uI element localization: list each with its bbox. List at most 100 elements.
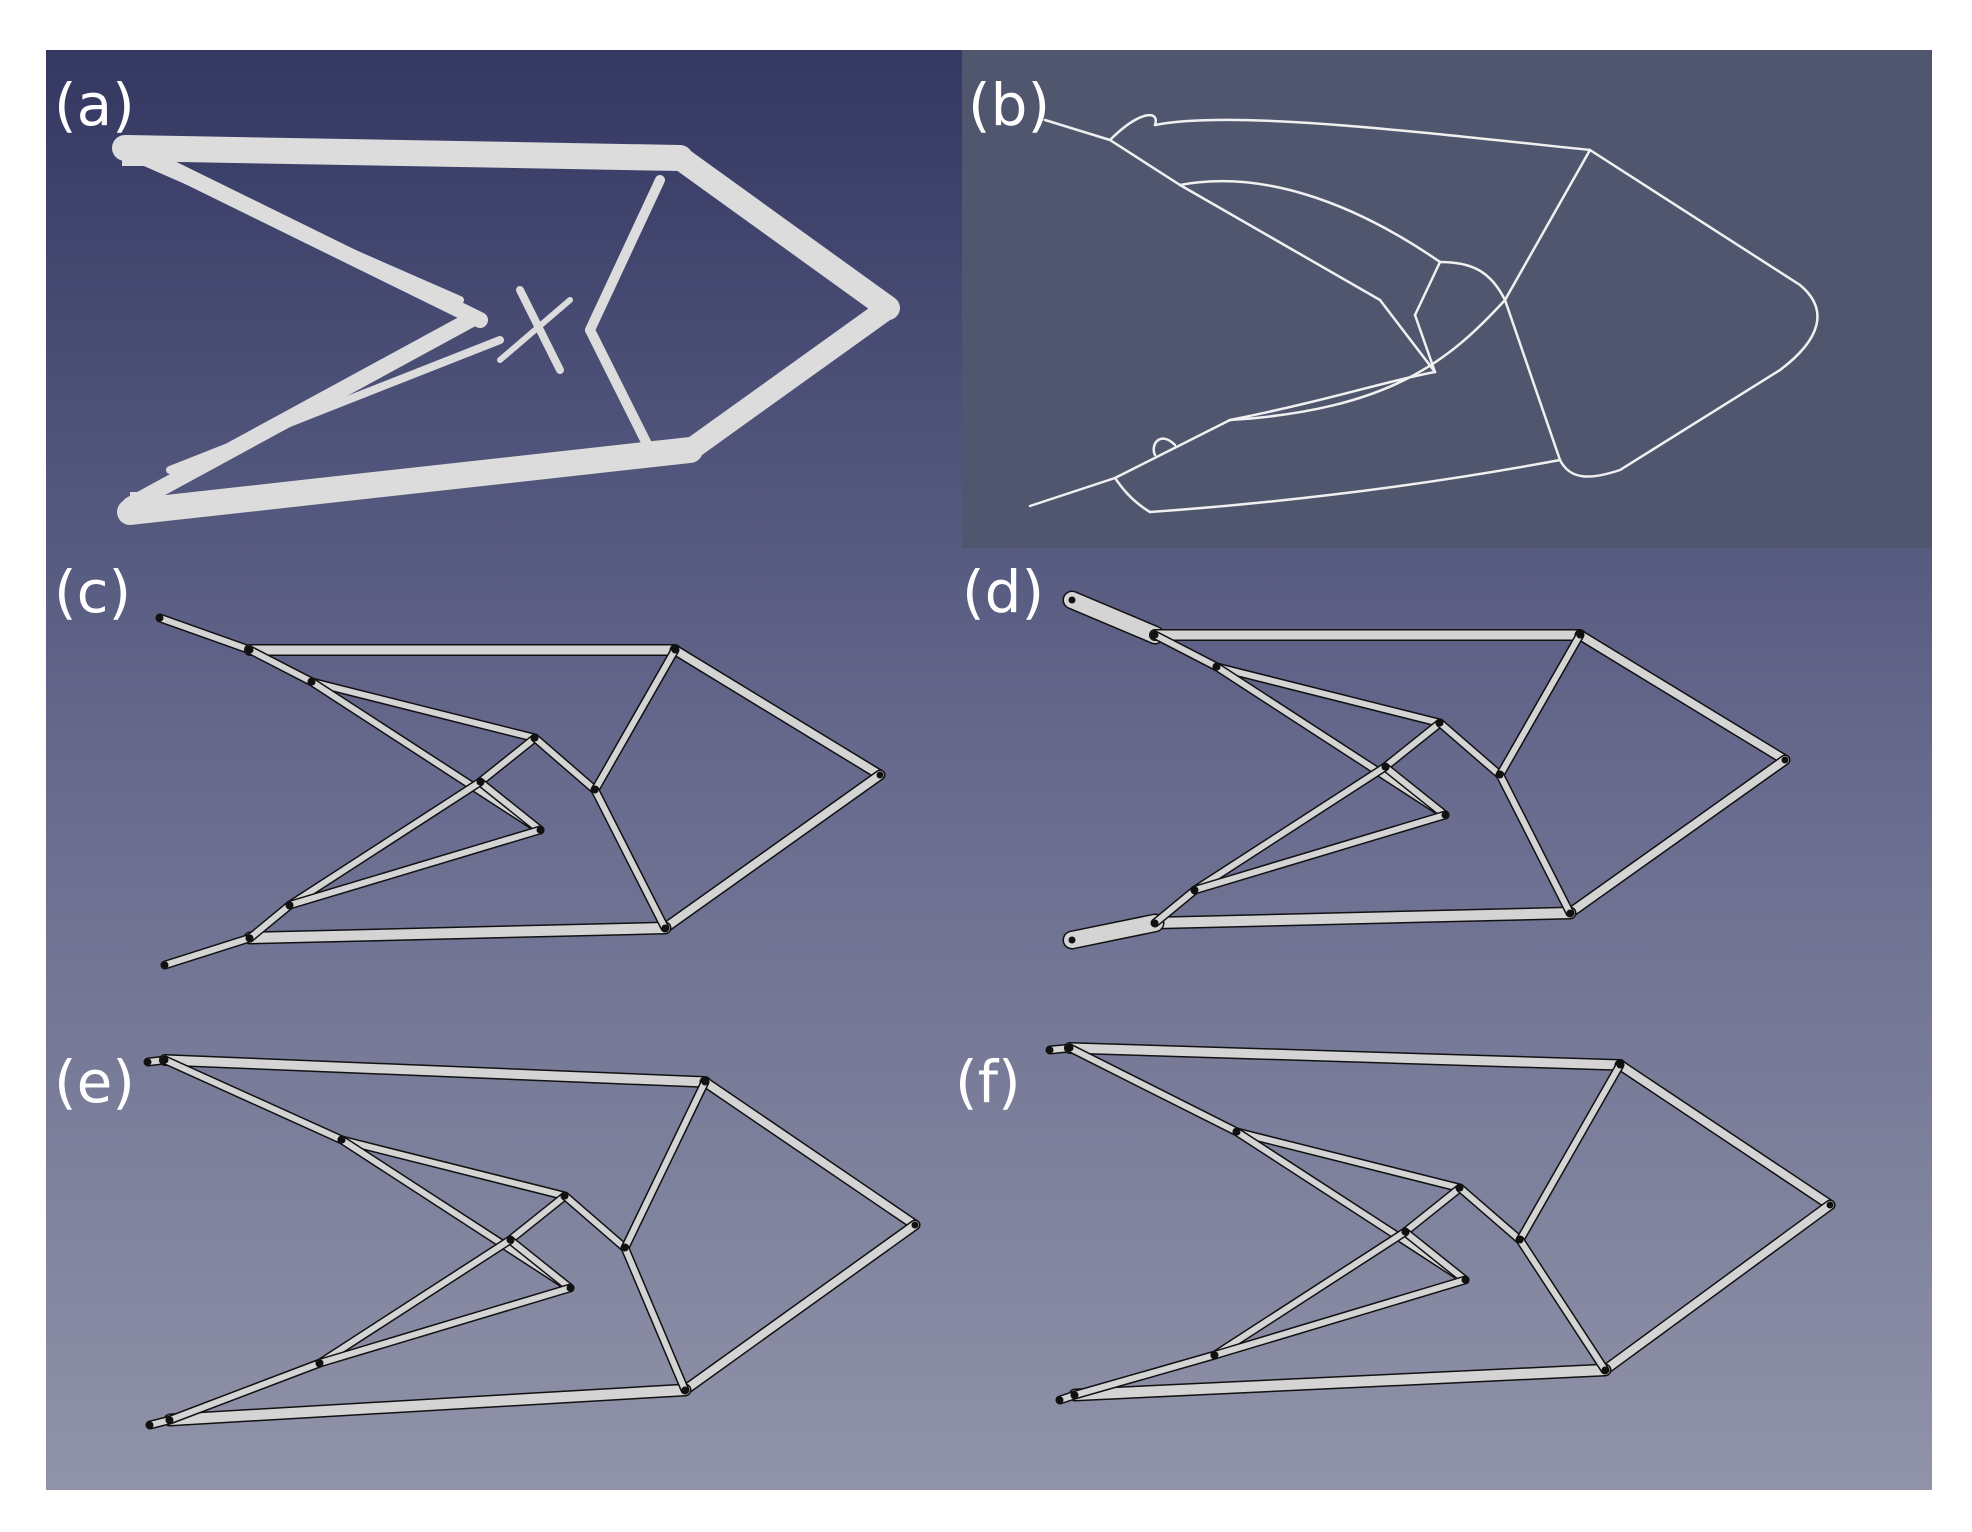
panel-d-frame [1062,590,1791,950]
density-member [668,146,900,320]
skeleton-curve [1043,118,1112,142]
skeleton-curve [1108,113,1157,142]
panel-c-frame [155,613,886,970]
frame-node [1456,1184,1464,1192]
frame-member [507,1237,573,1291]
frame-node [621,1244,629,1252]
frame-member [245,923,670,943]
panel-f-frame [1045,1042,1836,1405]
frame-node [1781,756,1789,764]
frame-member [1212,1277,1468,1358]
frame-node [316,1359,324,1367]
frame-node [1826,1201,1834,1209]
frame-member [671,646,884,779]
frame-node [591,786,599,794]
frame-node [286,901,294,909]
frame-member [317,1237,513,1366]
density-member [112,135,693,171]
frame-node [911,1221,919,1229]
skeleton-curve [1503,298,1562,462]
frame-node [144,1058,152,1066]
frame-node [476,778,484,786]
frame-member [1566,756,1789,917]
frame-node [1211,1351,1219,1359]
frame-member [287,827,543,908]
frame-node [1461,1276,1469,1284]
frame-member [247,647,315,685]
frame-member [1382,720,1443,770]
frame-node [161,961,169,969]
frame-member [1382,764,1448,818]
density-member [585,325,655,455]
frame-node [1046,1046,1054,1054]
frame-member [507,1193,568,1243]
frame-member [562,1193,628,1251]
frame-member [160,1055,710,1087]
density-support-block [122,138,152,166]
frame-node [531,734,539,742]
frame-member [162,935,253,968]
frame-member [1497,772,1573,916]
frame-member [1517,1062,1623,1243]
frame-member [592,647,678,793]
panel-label-e: (e) [54,1048,135,1116]
frame-member [1152,887,1198,926]
frame-node [338,1136,346,1144]
skeleton-curve [1178,179,1442,264]
frame-node [146,1421,154,1429]
skeleton-curve [1113,418,1232,480]
density-member [516,286,564,374]
frame-member [162,1057,345,1143]
density-member [679,297,899,461]
skeleton-curve [1588,148,1819,372]
frame-node [1071,1391,1079,1399]
frame-node [1233,1128,1241,1136]
frame-node [161,1056,169,1064]
frame-node [661,924,669,932]
panel-b-skeleton [1028,113,1819,514]
density-member [166,336,504,474]
frame-node [1401,1228,1409,1236]
frame-node [1616,1061,1624,1069]
density-member [117,437,703,525]
frame-member [681,1221,919,1394]
frame-node [1056,1396,1064,1404]
frame-member [661,771,884,932]
frame-member [1064,915,1163,948]
skeleton-curve [1028,476,1117,508]
frame-node [1381,763,1389,771]
frame-node [681,1386,689,1394]
frame-node [1601,1366,1609,1374]
frame-member [1192,764,1388,893]
frame-member [1192,812,1448,893]
frame-member [1067,1045,1240,1135]
skeleton-curve [1152,437,1177,457]
skeleton-curve [1228,370,1437,422]
frame-node [566,1284,574,1292]
panel-e-frame [143,1054,921,1430]
skeleton-curve [1413,313,1437,374]
frame-node [1441,811,1449,819]
frame-member [1212,1229,1408,1358]
frame-member [1152,632,1220,670]
frame-member [167,1360,323,1423]
frame-member [1072,1352,1218,1398]
frame-member [1497,632,1583,778]
density-member [585,175,665,335]
frame-member [1070,1365,1610,1400]
frame-node [156,614,164,622]
skeleton-curve [1108,138,1182,187]
frame-node [1068,936,1076,944]
skeleton-curve [1153,118,1592,152]
skeleton-curve [1113,476,1152,514]
frame-node [308,678,316,686]
frame-node [246,646,254,654]
skeleton-curve [1413,260,1442,317]
frame-node [1516,1236,1524,1244]
frame-node [536,826,544,834]
density-member [122,312,478,513]
frame-member [287,779,483,908]
frame-member [1065,1043,1625,1070]
frame-member [165,1385,690,1425]
frame-node [166,1416,174,1424]
